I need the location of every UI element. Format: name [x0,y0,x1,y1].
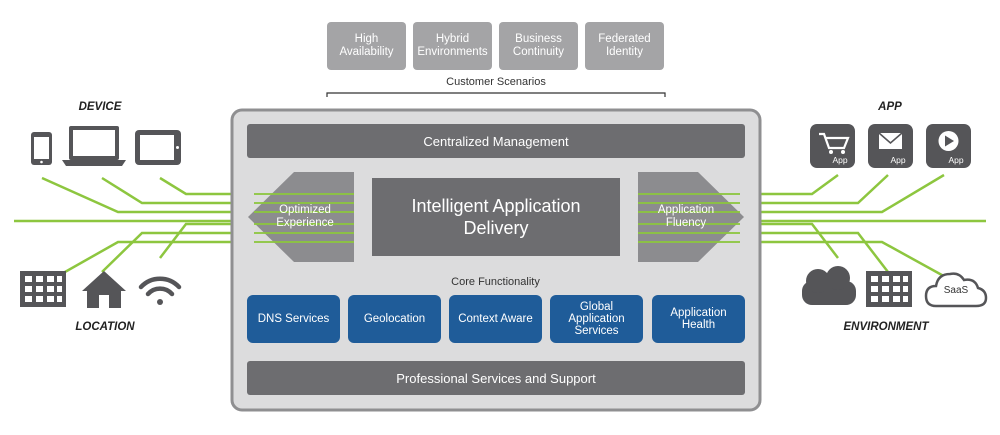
intelligent-application-delivery: Intelligent Application Delivery [372,178,620,256]
environment-label: ENVIRONMENT [843,321,929,333]
scenario-hybrid-environments: Hybrid Environments [413,22,492,70]
app-label: APP [878,101,902,113]
left-connector-lines [14,176,310,287]
building-icon [20,271,66,307]
location-label: LOCATION [75,321,135,333]
core-functionality-caption: Core Functionality [451,276,540,288]
service-dns: DNS Services [247,295,340,343]
house-icon [82,271,126,308]
app-badge-cart: App [832,155,848,165]
saas-label: SaaS [943,285,969,296]
play-icon [926,124,971,168]
cloud-icon [802,266,856,305]
device-label: DEVICE [78,101,122,113]
mail-icon [868,124,913,168]
scenario-business-continuity: Business Continuity [499,22,578,70]
scenario-high-availability: High Availability [327,22,406,70]
scenarios-bracket [326,92,666,97]
service-geolocation: Geolocation [348,295,441,343]
app-badge-video: App [948,155,964,165]
laptop-icon [62,126,126,166]
app-badge-mail: App [890,155,906,165]
shopping-cart-icon [810,124,855,168]
service-application-health: Application Health [652,295,745,343]
saas-cloud-icon [924,272,988,308]
through-lines [254,193,740,243]
phone-icon [31,132,52,165]
scenarios-caption: Customer Scenarios [446,76,546,88]
tablet-icon [135,130,181,165]
application-fluency-label: Application Fluency [657,204,715,229]
scenario-federated-identity: Federated Identity [585,22,664,70]
professional-services-bar: Professional Services and Support [247,361,745,395]
wifi-icon [138,276,182,305]
optimized-experience-label: Optimized Experience [276,204,334,229]
building-icon [866,271,912,307]
service-context-aware: Context Aware [449,295,542,343]
centralized-management-bar: Centralized Management [247,124,745,158]
service-global-application: Global Application Services [550,295,643,343]
